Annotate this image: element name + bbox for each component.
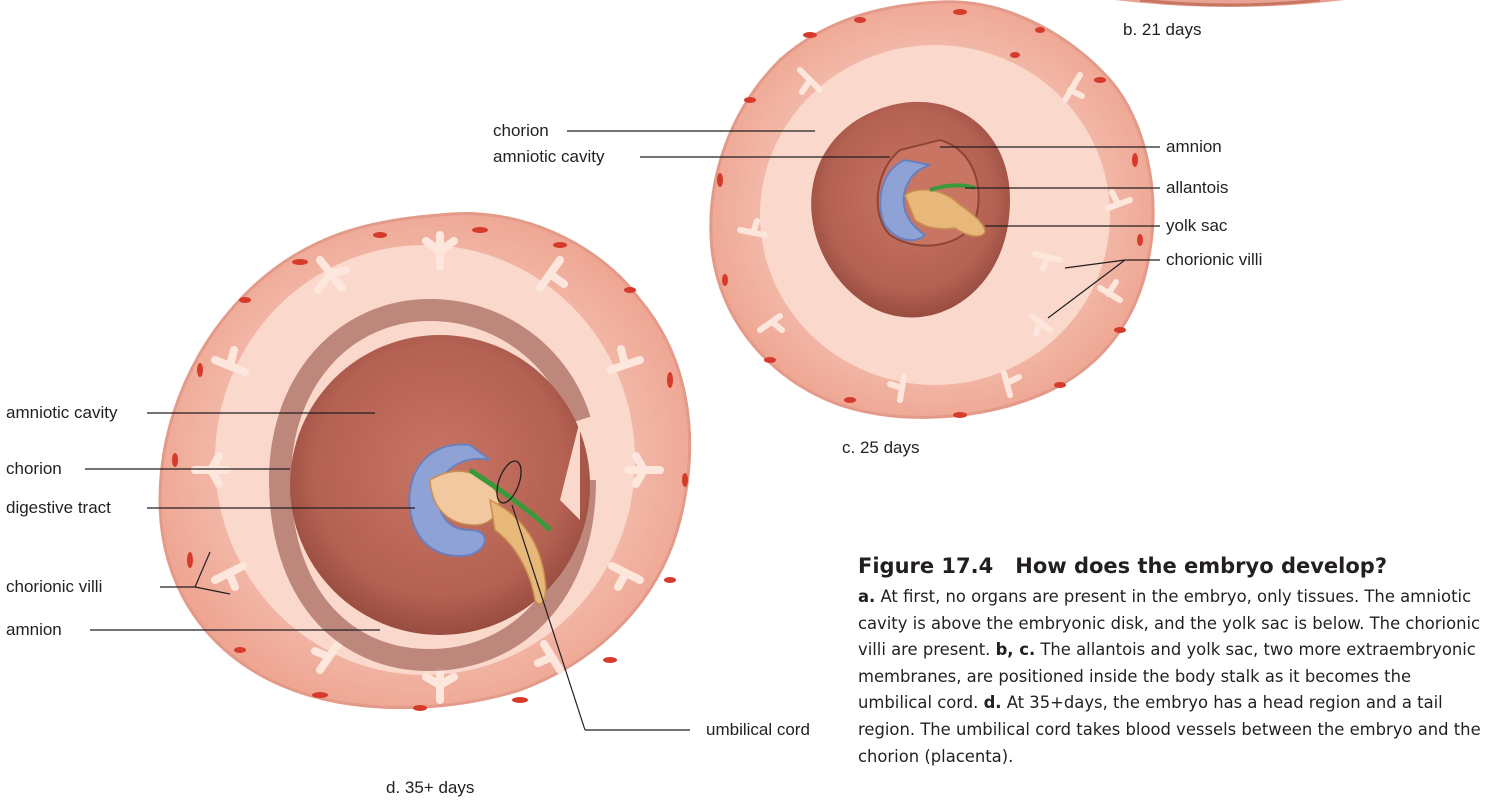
part-d-key: d. [984,693,1002,712]
label-c-amnion: amnion [1166,137,1222,157]
label-d-amniotic-cavity: amniotic cavity [6,403,117,423]
part-bc-key: b, c. [996,640,1036,659]
figure-heading: Figure 17.4 How does the embryo develop? [858,554,1490,578]
label-c-yolk-sac: yolk sac [1166,216,1227,236]
label-d-umbilical-cord: umbilical cord [706,720,810,740]
figure-body: a. At first, no organs are present in th… [858,584,1490,770]
label-c-chorionic-villi: chorionic villi [1166,250,1262,270]
panel-d-caption: d. 35+ days [386,778,474,798]
label-d-amnion: amnion [6,620,62,640]
label-d-chorion: chorion [6,459,62,479]
panel-b-remnant [1115,0,1345,7]
label-d-digestive-tract: digestive tract [6,498,111,518]
panel-c-caption: c. 25 days [842,438,920,458]
part-a-key: a. [858,587,875,606]
panel-d-illustration [160,213,690,711]
figure-title: How does the embryo develop? [1015,554,1387,578]
label-c-chorion: chorion [493,121,549,141]
label-c-allantois: allantois [1166,178,1228,198]
figure-number: Figure 17.4 [858,554,993,578]
panel-b-caption: b. 21 days [1123,20,1201,40]
label-c-amniotic-cavity: amniotic cavity [493,147,604,167]
panel-c-illustration [711,2,1153,418]
label-d-chorionic-villi: chorionic villi [6,577,102,597]
